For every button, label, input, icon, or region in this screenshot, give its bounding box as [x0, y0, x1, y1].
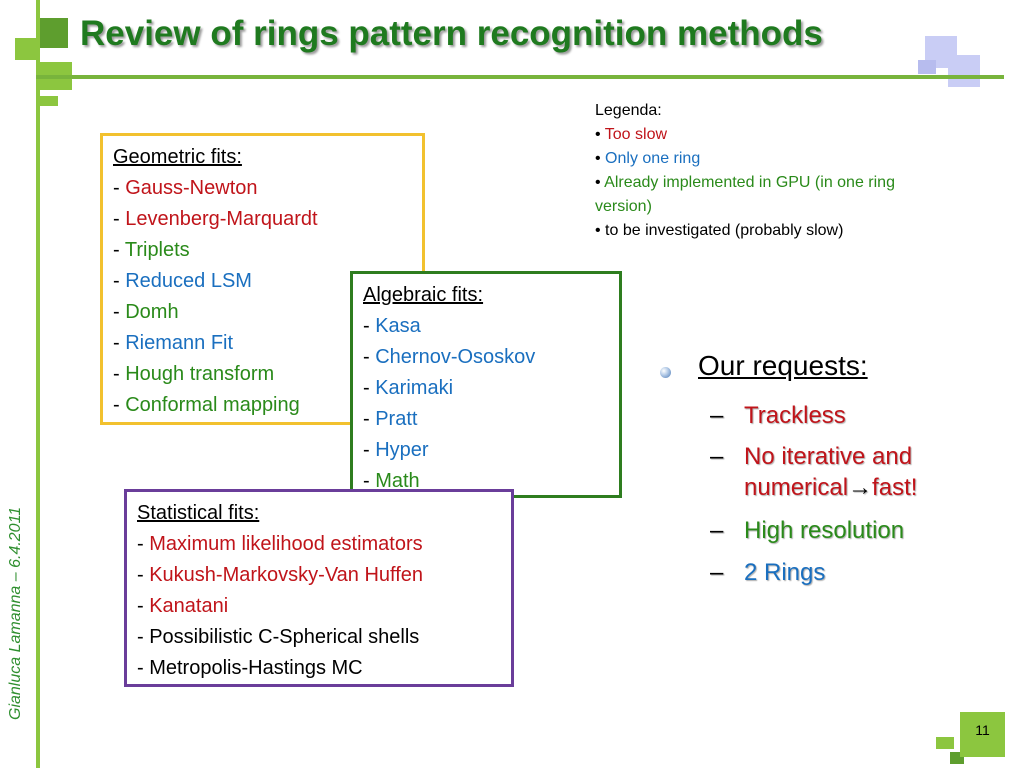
list-item: - Riemann Fit: [113, 332, 234, 354]
list-item: - Pratt: [363, 408, 418, 430]
list-item: - Possibilistic C-Spherical shells: [137, 626, 420, 648]
legend-item-too-slow: • Too slow: [595, 126, 668, 143]
list-item: - Conformal mapping: [113, 394, 300, 416]
list-item: - Domh: [113, 301, 179, 323]
decor-square: [38, 18, 68, 48]
left-rule: [36, 0, 40, 768]
request-line: fast!: [872, 474, 918, 501]
legend-item-only-one-ring: • Only one ring: [595, 150, 701, 167]
decor-square: [15, 38, 37, 60]
list-item: - Karimaki: [363, 377, 454, 399]
legend-item-investigate: • to be investigated (probably slow): [595, 222, 844, 239]
list-item: - Kasa: [363, 315, 421, 337]
list-item: - Chernov-Ososkov: [363, 346, 536, 368]
decor-square: [948, 55, 980, 87]
request-line: numerical: [744, 474, 849, 501]
request-line: No iterative and: [744, 443, 913, 470]
arrow-icon: →: [848, 474, 873, 501]
list-item: - Gauss-Newton: [113, 177, 258, 199]
title-rule: [36, 75, 1004, 79]
author-footer: Gianluca Lamanna – 6.4.2011: [7, 506, 24, 720]
legend-item-gpu-cont: version): [595, 198, 652, 215]
legend: Legenda: • Too slow • Only one ring • Al…: [595, 99, 985, 243]
list-item: - Triplets: [113, 239, 190, 261]
page-number: 11: [975, 722, 990, 738]
legend-title: Legenda:: [595, 102, 662, 119]
list-item: - Reduced LSM: [113, 270, 252, 292]
list-item: - Maximum likelihood estimators: [137, 533, 423, 555]
list-item: - Kanatani: [137, 595, 229, 617]
slide-title: Review of rings pattern recognition meth…: [80, 14, 823, 53]
legend-item-gpu: • Already implemented in GPU (in one rin…: [595, 174, 895, 191]
algebraic-fits-box: Algebraic fits: - Kasa - Chernov-Ososkov…: [350, 271, 622, 498]
statistical-fits-header: Statistical fits:: [137, 502, 260, 524]
decor-square: [40, 96, 58, 106]
decor-square: [918, 60, 936, 74]
list-item: - Hough transform: [113, 363, 275, 385]
list-item: - Math: [363, 470, 420, 492]
list-item: - Kukush-Markovsky-Van Huffen: [137, 564, 424, 586]
geometric-fits-header: Geometric fits:: [113, 146, 242, 168]
statistical-fits-box: Statistical fits: - Maximum likelihood e…: [124, 489, 514, 687]
requests-header: Our requests:: [698, 350, 868, 381]
page-number-box: [960, 712, 1005, 757]
decor-square: [936, 737, 954, 749]
list-item: - Metropolis-Hastings MC: [137, 657, 363, 679]
bullet-icon: [660, 367, 671, 378]
algebraic-fits-header: Algebraic fits:: [363, 284, 484, 306]
list-item: - Levenberg-Marquardt: [113, 208, 318, 230]
list-item: - Hyper: [363, 439, 429, 461]
